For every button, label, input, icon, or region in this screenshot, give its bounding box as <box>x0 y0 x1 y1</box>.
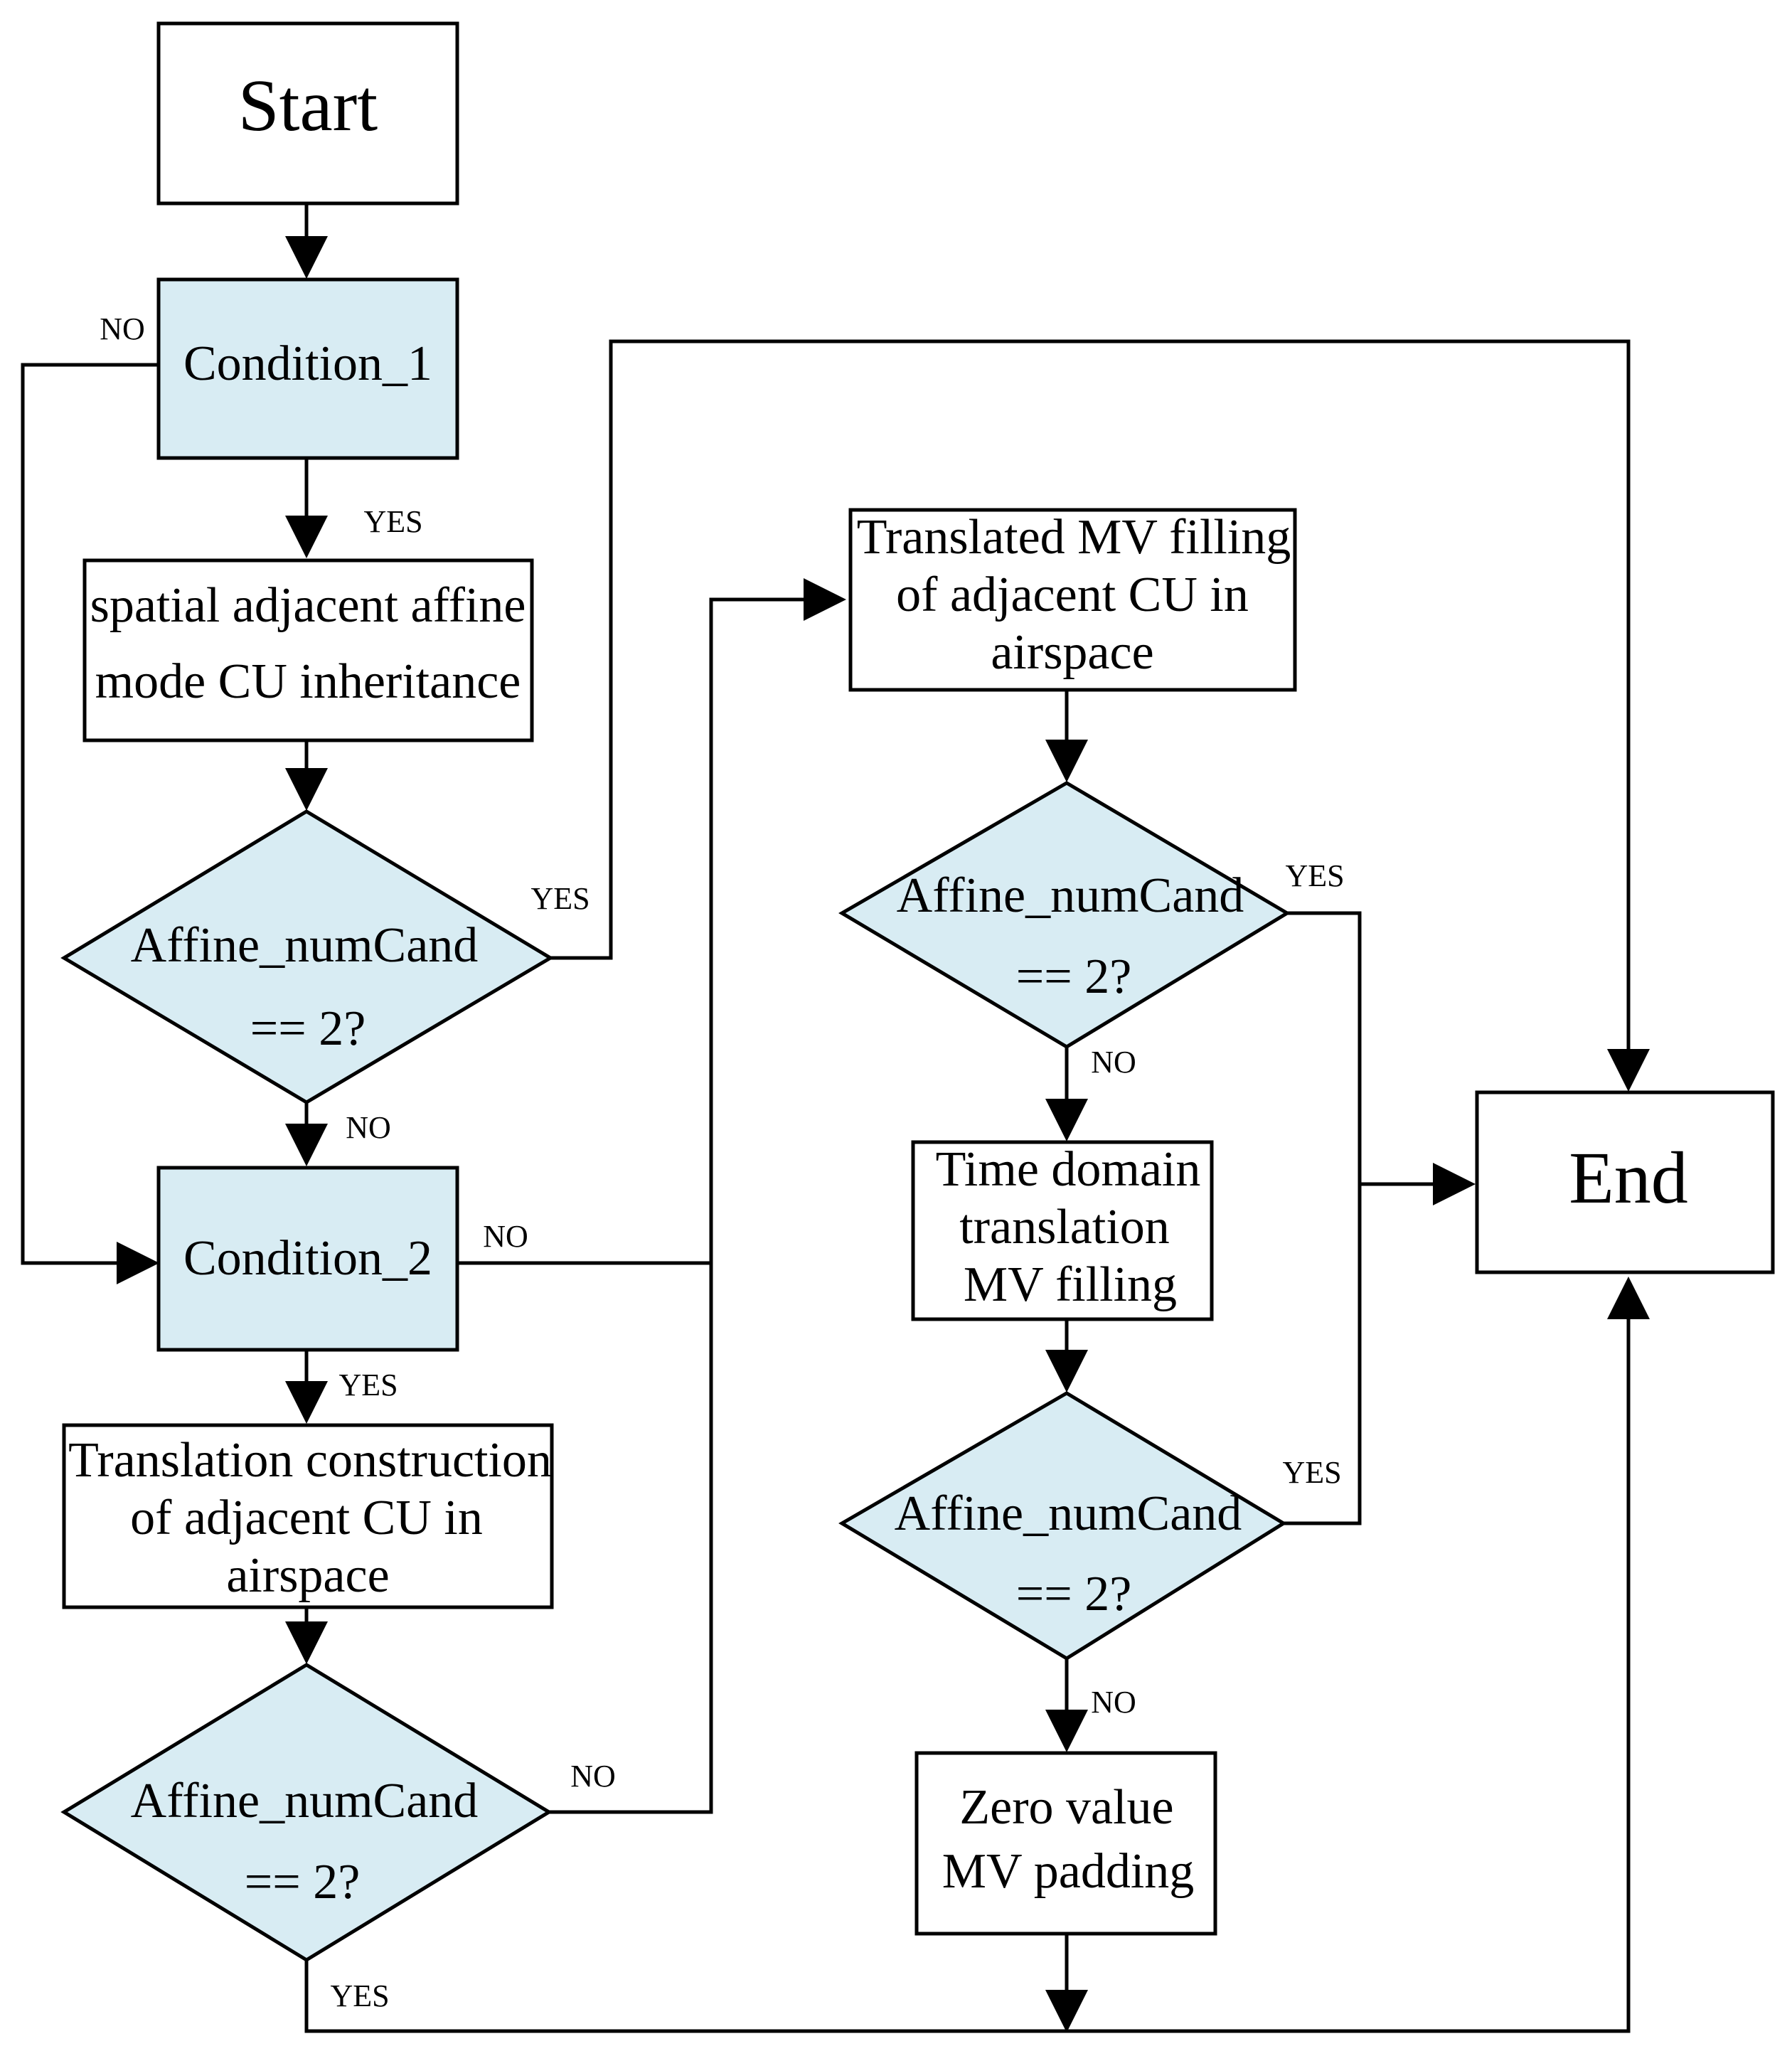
condition-1-node: Condition_1 <box>156 277 459 460</box>
start-box <box>156 21 459 206</box>
check-3-node: Affine_numCand == 2? <box>838 781 1291 1049</box>
check-3-line-2: == 2? <box>1016 949 1132 1004</box>
check1-no-label: NO <box>346 1110 391 1145</box>
check-2-line-2: == 2? <box>245 1855 361 1909</box>
spatial-inherit-line-1: spatial adjacent affine <box>90 578 526 633</box>
zero-value-line-2: MV padding <box>942 1844 1195 1899</box>
zero-value-box <box>914 1751 1217 1936</box>
check-4-line-1: Affine_numCand <box>895 1486 1242 1541</box>
check4-no-label: NO <box>1091 1685 1136 1720</box>
translation-construct-line-2: of adjacent CU in <box>130 1491 483 1545</box>
check-1-line-1: Affine_numCand <box>131 918 479 973</box>
edge-check-3-yes-to-end <box>1287 911 1476 1205</box>
check-1-node: Affine_numCand == 2? <box>60 809 554 1104</box>
check-4-line-2: == 2? <box>1016 1567 1132 1621</box>
time-domain-box <box>911 1140 1214 1321</box>
check2-yes-label: YES <box>330 1978 389 2013</box>
spatial-inherit-node: spatial adjacent affine mode CU inherita… <box>82 558 534 742</box>
time-domain-line-3: MV filling <box>964 1257 1177 1312</box>
check-4-diamond <box>838 1391 1287 1661</box>
translation-construct-line-3: airspace <box>226 1548 389 1603</box>
translation-construct-node: Translation construction of adjacent CU … <box>62 1423 554 1609</box>
translation-construct-box <box>62 1423 554 1609</box>
check1-yes-label: YES <box>530 881 590 916</box>
translated-mv-line-2: of adjacent CU in <box>896 568 1249 622</box>
end-box <box>1475 1090 1775 1274</box>
translated-mv-line-3: airspace <box>991 625 1153 680</box>
edge-labels: NO YES YES NO NO YES NO YES YES NO YES N… <box>100 311 1344 2013</box>
start-label: Start <box>238 65 378 146</box>
edge-condition-1-no-to-condition-2 <box>21 363 159 1284</box>
condition-2-label: Condition_2 <box>183 1231 432 1286</box>
c2-no-label: NO <box>483 1219 528 1254</box>
end-node: End <box>1475 1090 1775 1274</box>
condition-1-label: Condition_1 <box>183 336 432 391</box>
translated-mv-box <box>848 508 1297 692</box>
condition-2-node: Condition_2 <box>156 1166 459 1352</box>
time-domain-node: Time domain translation MV filling <box>911 1140 1214 1321</box>
check-1-line-2: == 2? <box>250 1001 366 1056</box>
zero-value-node: Zero value MV padding <box>914 1751 1217 1936</box>
zero-value-line-1: Zero value <box>959 1780 1173 1835</box>
check-4-node: Affine_numCand == 2? <box>838 1391 1287 1661</box>
time-domain-line-2: translation <box>959 1200 1169 1254</box>
end-label: End <box>1569 1137 1688 1219</box>
edge-check-4-yes-join <box>1284 1184 1362 1525</box>
translation-construct-line-1: Translation construction <box>68 1433 552 1488</box>
edge-check-2-yes-to-end <box>304 1277 1650 2033</box>
spatial-inherit-line-2: mode CU inheritance <box>95 654 521 709</box>
check3-yes-label: YES <box>1285 858 1344 893</box>
c1-yes-label: YES <box>363 504 422 539</box>
time-domain-line-1: Time domain <box>936 1142 1201 1197</box>
check-2-diamond <box>60 1663 553 1962</box>
check-1-diamond <box>60 809 554 1104</box>
edge-check-2-no-join <box>549 1263 713 1814</box>
translated-mv-node: Translated MV filling of adjacent CU in … <box>848 508 1297 692</box>
condition-1-box <box>156 277 459 460</box>
condition-2-box <box>156 1166 459 1352</box>
translated-mv-line-1: Translated MV filling <box>857 510 1291 565</box>
check2-no-label: NO <box>570 1759 616 1794</box>
check4-yes-label: YES <box>1282 1455 1341 1490</box>
edge-check-1-yes-to-end <box>550 339 1650 1092</box>
check3-no-label: NO <box>1091 1045 1136 1080</box>
check-3-diamond <box>838 781 1291 1049</box>
check-2-line-1: Affine_numCand <box>131 1774 479 1828</box>
check-2-node: Affine_numCand == 2? <box>60 1663 553 1962</box>
check-3-line-1: Affine_numCand <box>897 868 1244 923</box>
c2-yes-label: YES <box>338 1368 398 1402</box>
c1-no-label: NO <box>100 311 145 346</box>
edge-condition-2-no-to-translated-mv <box>457 578 846 1265</box>
start-node: Start <box>156 21 459 206</box>
spatial-inherit-box <box>82 558 534 742</box>
edges <box>21 203 1650 2033</box>
